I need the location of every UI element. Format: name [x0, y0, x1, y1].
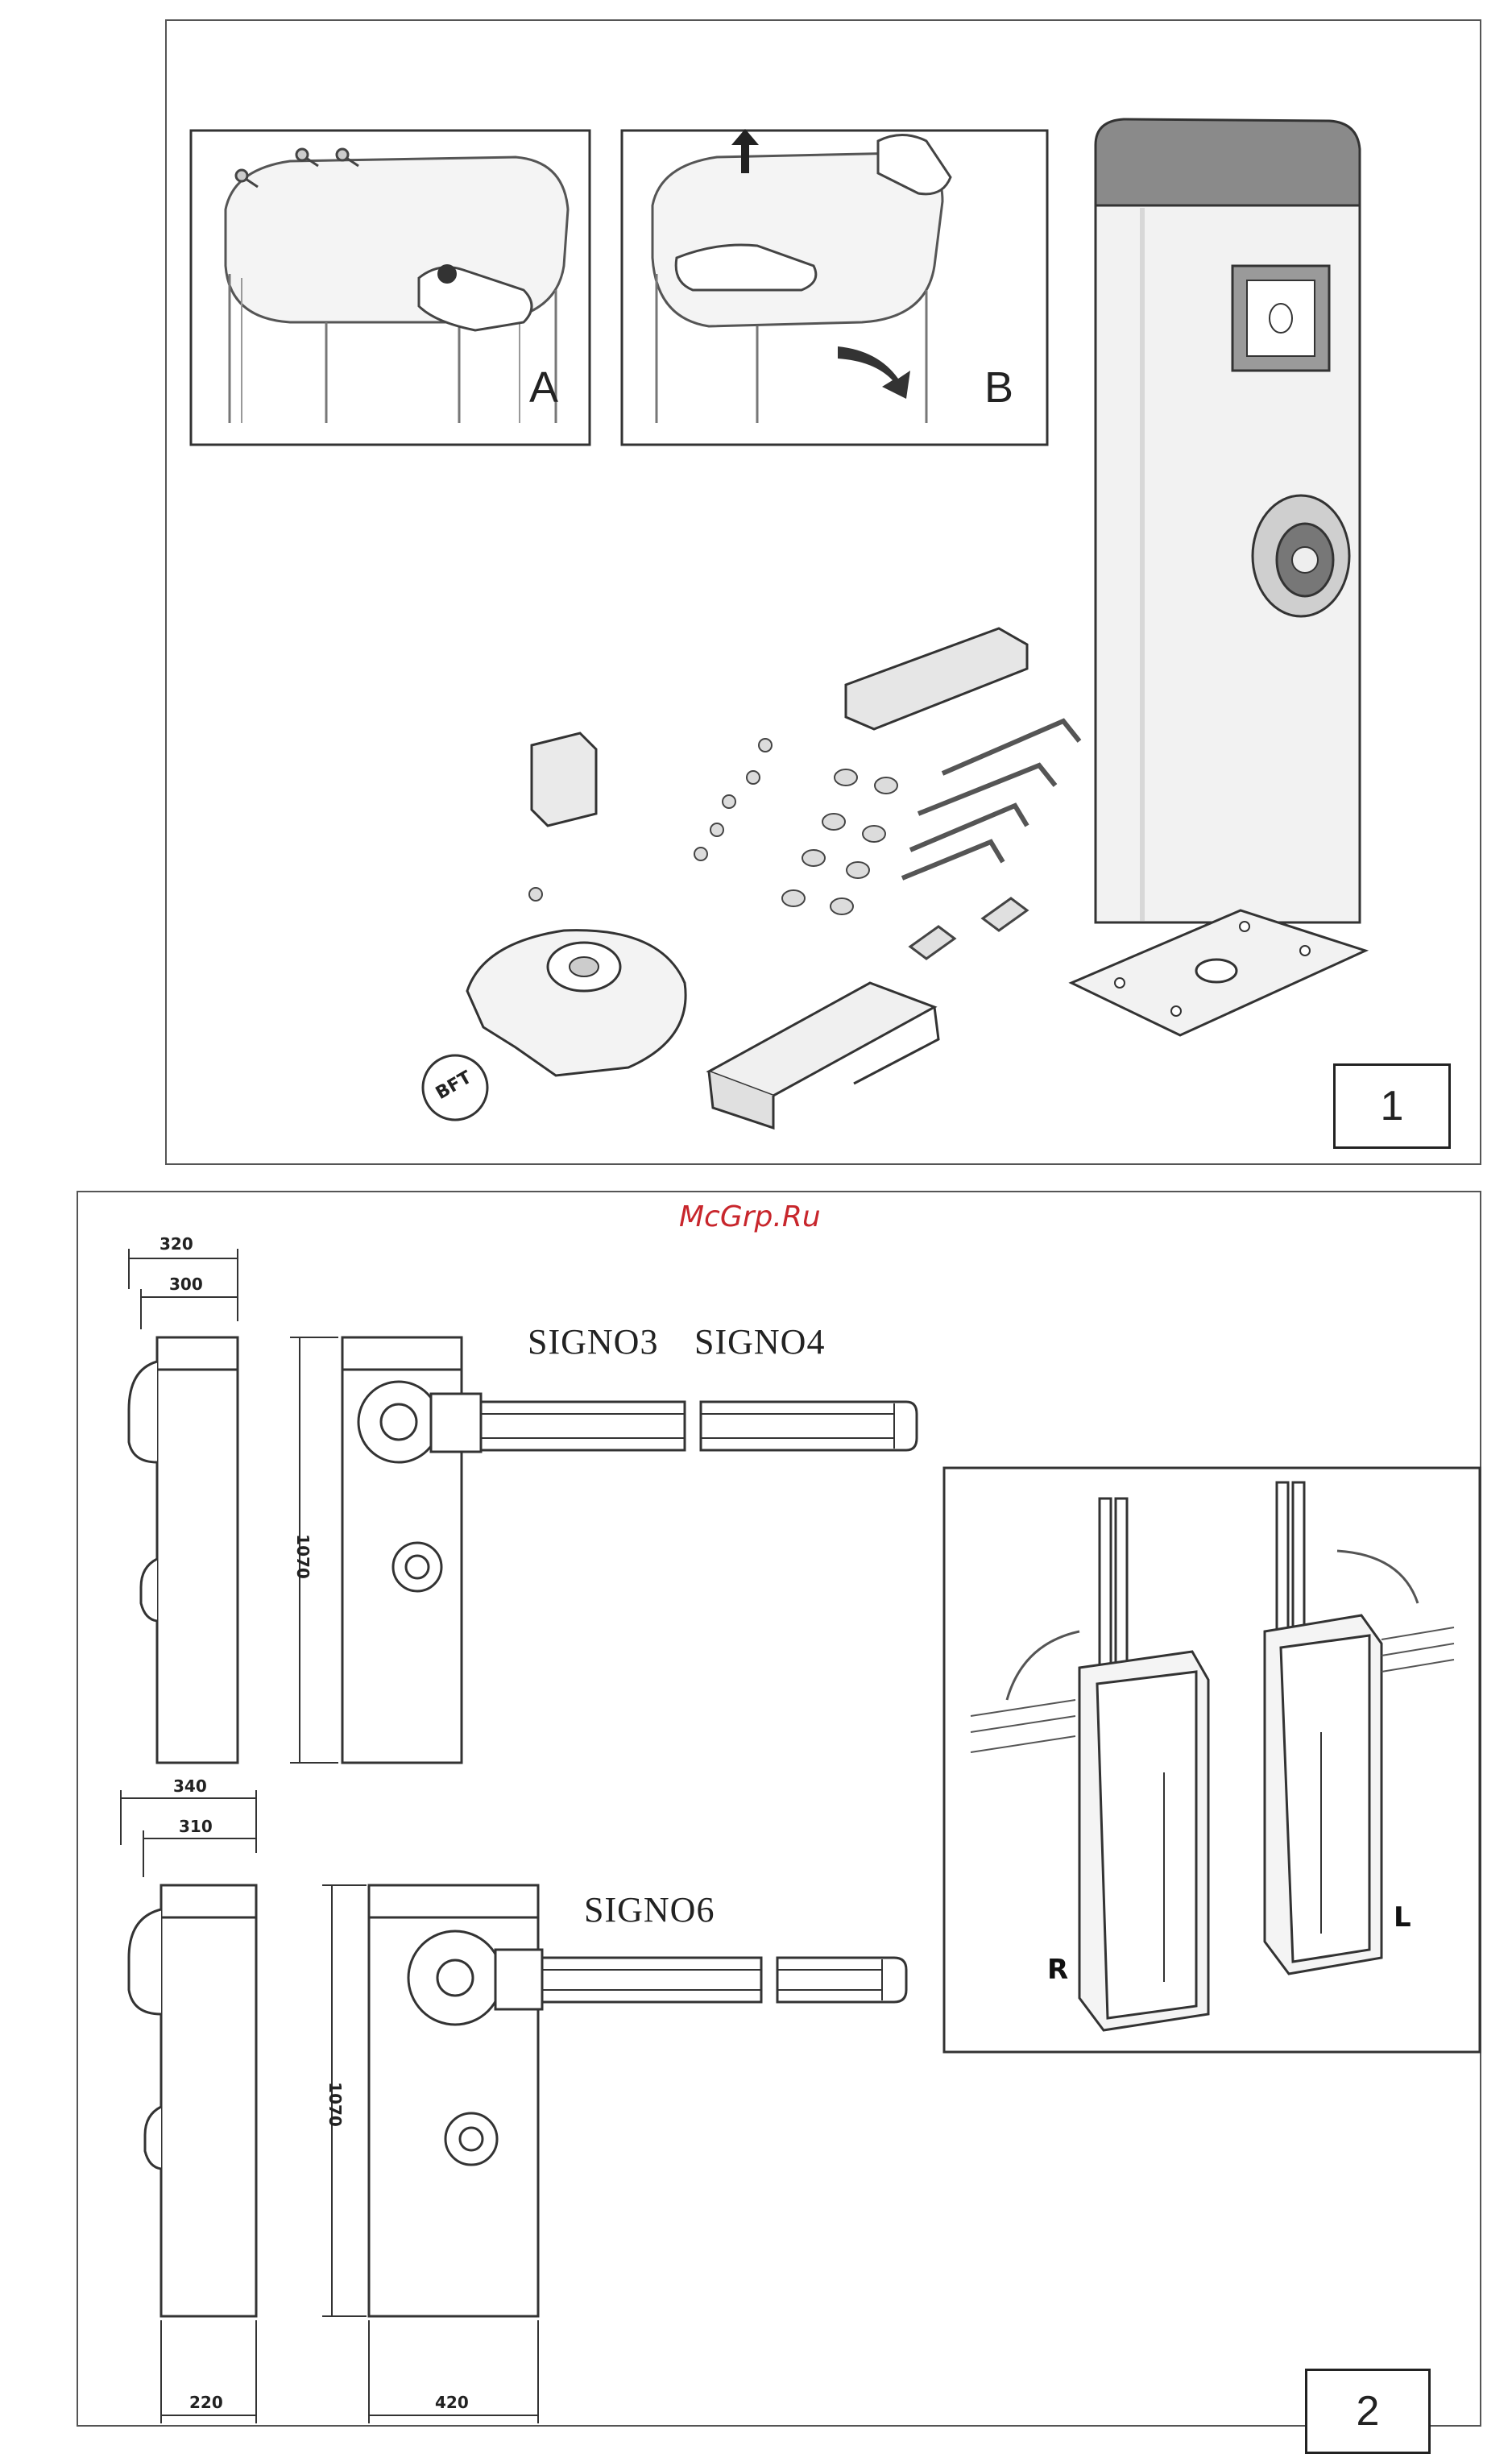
dim-bottom-height: 1070 [325, 2082, 345, 2127]
label-right-hand: R [1047, 1954, 1068, 1986]
dim-bottom-side-base: 220 [189, 2393, 223, 2412]
label-signo6: SIGNO6 [584, 1889, 715, 1930]
label-signo4: SIGNO4 [694, 1321, 825, 1362]
figure-2-number: 2 [1305, 2369, 1431, 2454]
dim-top-side-inner: 300 [169, 1275, 203, 1294]
signo6-side-view [129, 1885, 256, 2316]
dim-top-height: 1070 [293, 1534, 313, 1579]
signo6-front-view [369, 1885, 542, 2316]
dim-top-side-outer: 320 [159, 1234, 193, 1254]
label-left-hand: L [1394, 1901, 1411, 1934]
signo6-boom [542, 1958, 906, 2002]
inset-rl-frame [944, 1468, 1480, 2052]
dim-bottom-side-inner: 310 [179, 1817, 213, 1836]
signo34-boom [481, 1402, 917, 1450]
signo34-front-view [342, 1337, 481, 1763]
dim-bottom-side-outer: 340 [173, 1776, 207, 1796]
dim-bottom-front-base: 420 [435, 2393, 469, 2412]
signo34-side-view [129, 1337, 238, 1763]
label-signo3: SIGNO3 [528, 1321, 658, 1362]
